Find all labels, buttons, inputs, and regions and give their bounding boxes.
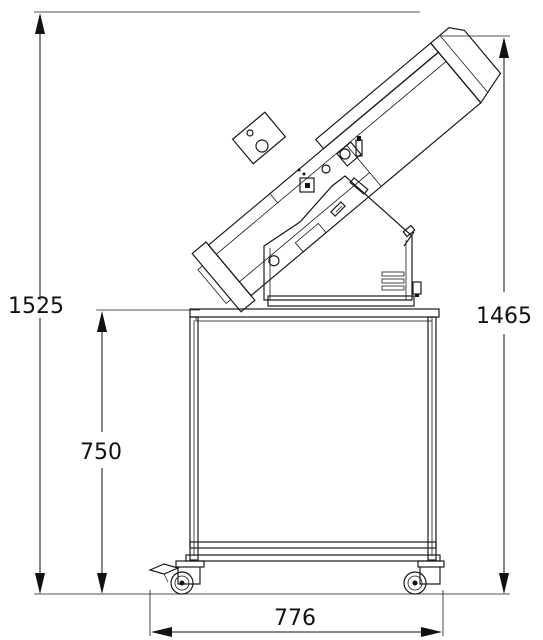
stand xyxy=(185,308,441,562)
base-vent-1 xyxy=(381,271,405,277)
control-box-button xyxy=(305,183,310,188)
label-overall-height: 1525 xyxy=(8,294,64,319)
arrow-up-top xyxy=(499,37,509,58)
head-body-line-lower xyxy=(239,172,370,283)
caster-left-wheel xyxy=(170,571,194,595)
head-hood-seam xyxy=(439,35,488,93)
tilted-head xyxy=(191,26,502,313)
head-upper-plate xyxy=(314,42,440,150)
head-clamp xyxy=(231,111,287,165)
label-table-height: 750 xyxy=(80,440,122,465)
top-control-knob xyxy=(336,136,363,167)
head-screw xyxy=(321,164,331,174)
arrow-down-overall xyxy=(35,573,45,594)
base-vent-3 xyxy=(381,285,405,291)
arrow-down-top xyxy=(499,573,509,594)
arrow-down-table xyxy=(97,573,107,594)
machine-base xyxy=(263,175,422,307)
stand-base-rail xyxy=(185,554,441,562)
head-body-tick xyxy=(269,193,278,204)
head-body-line-top xyxy=(216,61,447,255)
head-body-divider xyxy=(346,144,382,187)
clamp-plate xyxy=(231,111,287,165)
base-handle-grip xyxy=(402,224,416,238)
caster-right-plate xyxy=(417,560,445,568)
arrow-right-width xyxy=(421,627,442,637)
base-bracket xyxy=(412,281,422,295)
clamp-knob xyxy=(255,139,269,153)
dimension-top-height: 1465 xyxy=(440,35,532,594)
control-box xyxy=(299,177,315,193)
head-main-body xyxy=(207,51,482,297)
stand-bottom-rail xyxy=(189,541,437,549)
caster-right xyxy=(403,560,445,595)
stand-right-leg xyxy=(427,316,437,561)
caster-left-plate xyxy=(175,560,205,568)
stand-left-leg xyxy=(189,316,199,561)
head-pivot-knob xyxy=(268,255,280,267)
caster-left-axle xyxy=(179,580,185,586)
knob-circle xyxy=(339,148,351,160)
dimension-table-height: 750 xyxy=(80,309,200,594)
stand-top-rail xyxy=(195,316,433,322)
caster-left-brake-link xyxy=(163,573,169,583)
caster-right-wheel xyxy=(403,571,427,595)
arrow-up-overall xyxy=(35,13,45,34)
head-lower-notch xyxy=(294,222,327,253)
head-front-lip xyxy=(197,265,232,304)
base-vent-2 xyxy=(381,278,405,284)
base-handle xyxy=(403,231,415,247)
knob-cap xyxy=(357,136,361,141)
base-lock-button xyxy=(330,201,346,217)
arrow-up-table xyxy=(97,311,107,332)
caster-right-axle xyxy=(412,580,418,586)
stand-top-plate xyxy=(189,308,440,318)
base-plinth xyxy=(267,295,415,307)
arrow-left-width xyxy=(151,627,172,637)
caster-left xyxy=(148,560,205,595)
head-top-hood xyxy=(429,26,502,104)
base-bracket-foot xyxy=(415,294,419,297)
caster-right-fork xyxy=(419,567,441,585)
control-box-led-1 xyxy=(297,168,301,172)
base-housing xyxy=(263,175,413,301)
base-lock-button-detail xyxy=(335,205,343,213)
caster-left-wheel-inner xyxy=(174,575,190,591)
base-lever xyxy=(349,177,369,195)
label-top-height: 1465 xyxy=(476,304,532,329)
caster-left-brake-pedal xyxy=(148,563,180,575)
dimension-overall-height: 1525 xyxy=(8,11,420,594)
label-width: 776 xyxy=(274,606,316,631)
dimension-width: 776 xyxy=(149,590,444,637)
control-box-led-2 xyxy=(302,172,306,176)
clamp-hole xyxy=(246,129,254,137)
head-control-box xyxy=(297,164,331,193)
caster-right-wheel-inner xyxy=(407,575,423,591)
